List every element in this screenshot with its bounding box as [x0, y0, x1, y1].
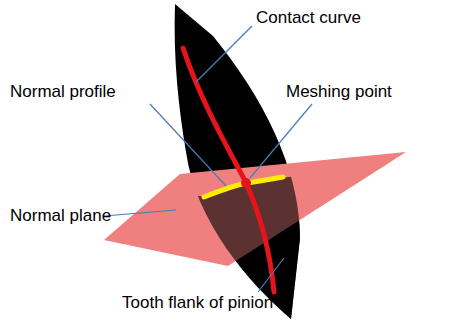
contact-curve [183, 48, 274, 292]
tooth-flank [175, 4, 300, 319]
normal-profile-curve [204, 177, 283, 197]
leader-line [258, 258, 284, 292]
tooth-flank-front [175, 4, 300, 319]
leader-line [250, 104, 312, 178]
callout-label: Contact curve [256, 9, 361, 28]
callout-label: Tooth flank of pinion [122, 294, 273, 313]
leader-line [150, 104, 226, 186]
callout-label: Meshing point [286, 83, 392, 102]
leader-line [104, 210, 176, 216]
callout-label: Normal plane [10, 207, 111, 226]
leader-lines [104, 26, 312, 292]
callout-label: Normal profile [10, 83, 116, 102]
leader-line [196, 26, 252, 82]
meshing-point-dot [241, 178, 251, 188]
